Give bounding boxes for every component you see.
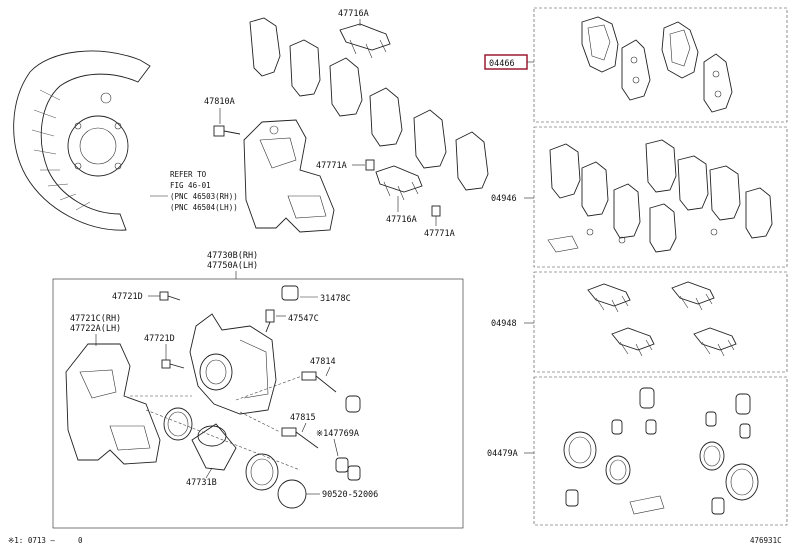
pin-47815 <box>281 427 361 481</box>
label-47722a[interactable]: 47722A(LH) <box>70 324 121 334</box>
label-04946[interactable]: 04946 <box>491 194 517 204</box>
bolt-47810a <box>213 125 241 137</box>
label-47731b[interactable]: 47731B <box>186 478 217 488</box>
group-box-04946[interactable] <box>533 126 788 268</box>
clip-47771a-right <box>431 205 441 217</box>
label-47721c[interactable]: 47721C(RH) <box>70 314 121 324</box>
piston-47731b <box>191 423 237 471</box>
label-47771a-left[interactable]: 47771A <box>316 161 347 171</box>
seal-rings <box>163 407 307 509</box>
label-47547c[interactable]: 47547C <box>288 314 319 324</box>
label-47814[interactable]: 47814 <box>310 357 336 367</box>
clip-set-04948 <box>587 281 737 357</box>
label-47721d-top[interactable]: 47721D <box>112 292 143 302</box>
shim-47716a-top <box>339 23 391 59</box>
pin-47814 <box>301 371 361 413</box>
shim-47716a-mid <box>375 165 423 201</box>
cap-31478c <box>281 285 299 301</box>
group-box-04466[interactable] <box>533 7 788 123</box>
group-box-04948[interactable] <box>533 271 788 373</box>
refer-text-2[interactable]: FIG 46-01 <box>170 181 211 190</box>
caliper-assembly-box[interactable] <box>52 278 464 529</box>
caliper-bracket-47721c <box>65 343 161 465</box>
label-47721d-mid[interactable]: 47721D <box>144 334 175 344</box>
refer-text-4: (PNC 46504(LH)) <box>170 203 238 212</box>
bolt-47721d-top <box>159 291 181 301</box>
label-47810a[interactable]: 47810A <box>204 97 235 107</box>
label-47716a-mid[interactable]: 47716A <box>386 215 417 225</box>
footer-note-end: 0 <box>78 536 83 545</box>
label-47716a-top[interactable]: 47716A <box>338 9 369 19</box>
footer-note: ※1: 0713 – <box>8 536 55 545</box>
refer-text-3: (PNC 46503(RH)) <box>170 192 238 201</box>
pad-set-04466 <box>581 16 733 113</box>
bleeder-47547c <box>265 309 275 333</box>
group-box-04479a[interactable] <box>533 376 788 526</box>
seal-kit-04479a <box>563 387 759 515</box>
bolt-47721d-mid <box>161 359 185 369</box>
label-04466[interactable]: 04466 <box>489 59 515 69</box>
dust-shield <box>13 50 151 231</box>
figure-number: 476931C <box>750 536 782 545</box>
label-47815[interactable]: 47815 <box>290 413 316 423</box>
label-04479a[interactable]: 04479A <box>487 449 518 459</box>
label-47730b[interactable]: 47730B(RH) <box>207 251 258 261</box>
label-47769a[interactable]: ※147769A <box>316 429 359 439</box>
label-47750a[interactable]: 47750A(LH) <box>207 261 258 271</box>
pad-set-04946 <box>547 139 773 253</box>
pads-diagonal-row <box>249 17 489 191</box>
caliper-bracket-top <box>243 119 335 233</box>
caliper-body <box>189 313 277 415</box>
label-47771a-right[interactable]: 47771A <box>424 229 455 239</box>
clip-47771a-left <box>365 159 375 171</box>
refer-text-1: REFER TO <box>170 170 207 179</box>
label-31478c[interactable]: 31478C <box>320 294 351 304</box>
label-90520[interactable]: 90520-52006 <box>322 490 378 500</box>
label-04948[interactable]: 04948 <box>491 319 517 329</box>
